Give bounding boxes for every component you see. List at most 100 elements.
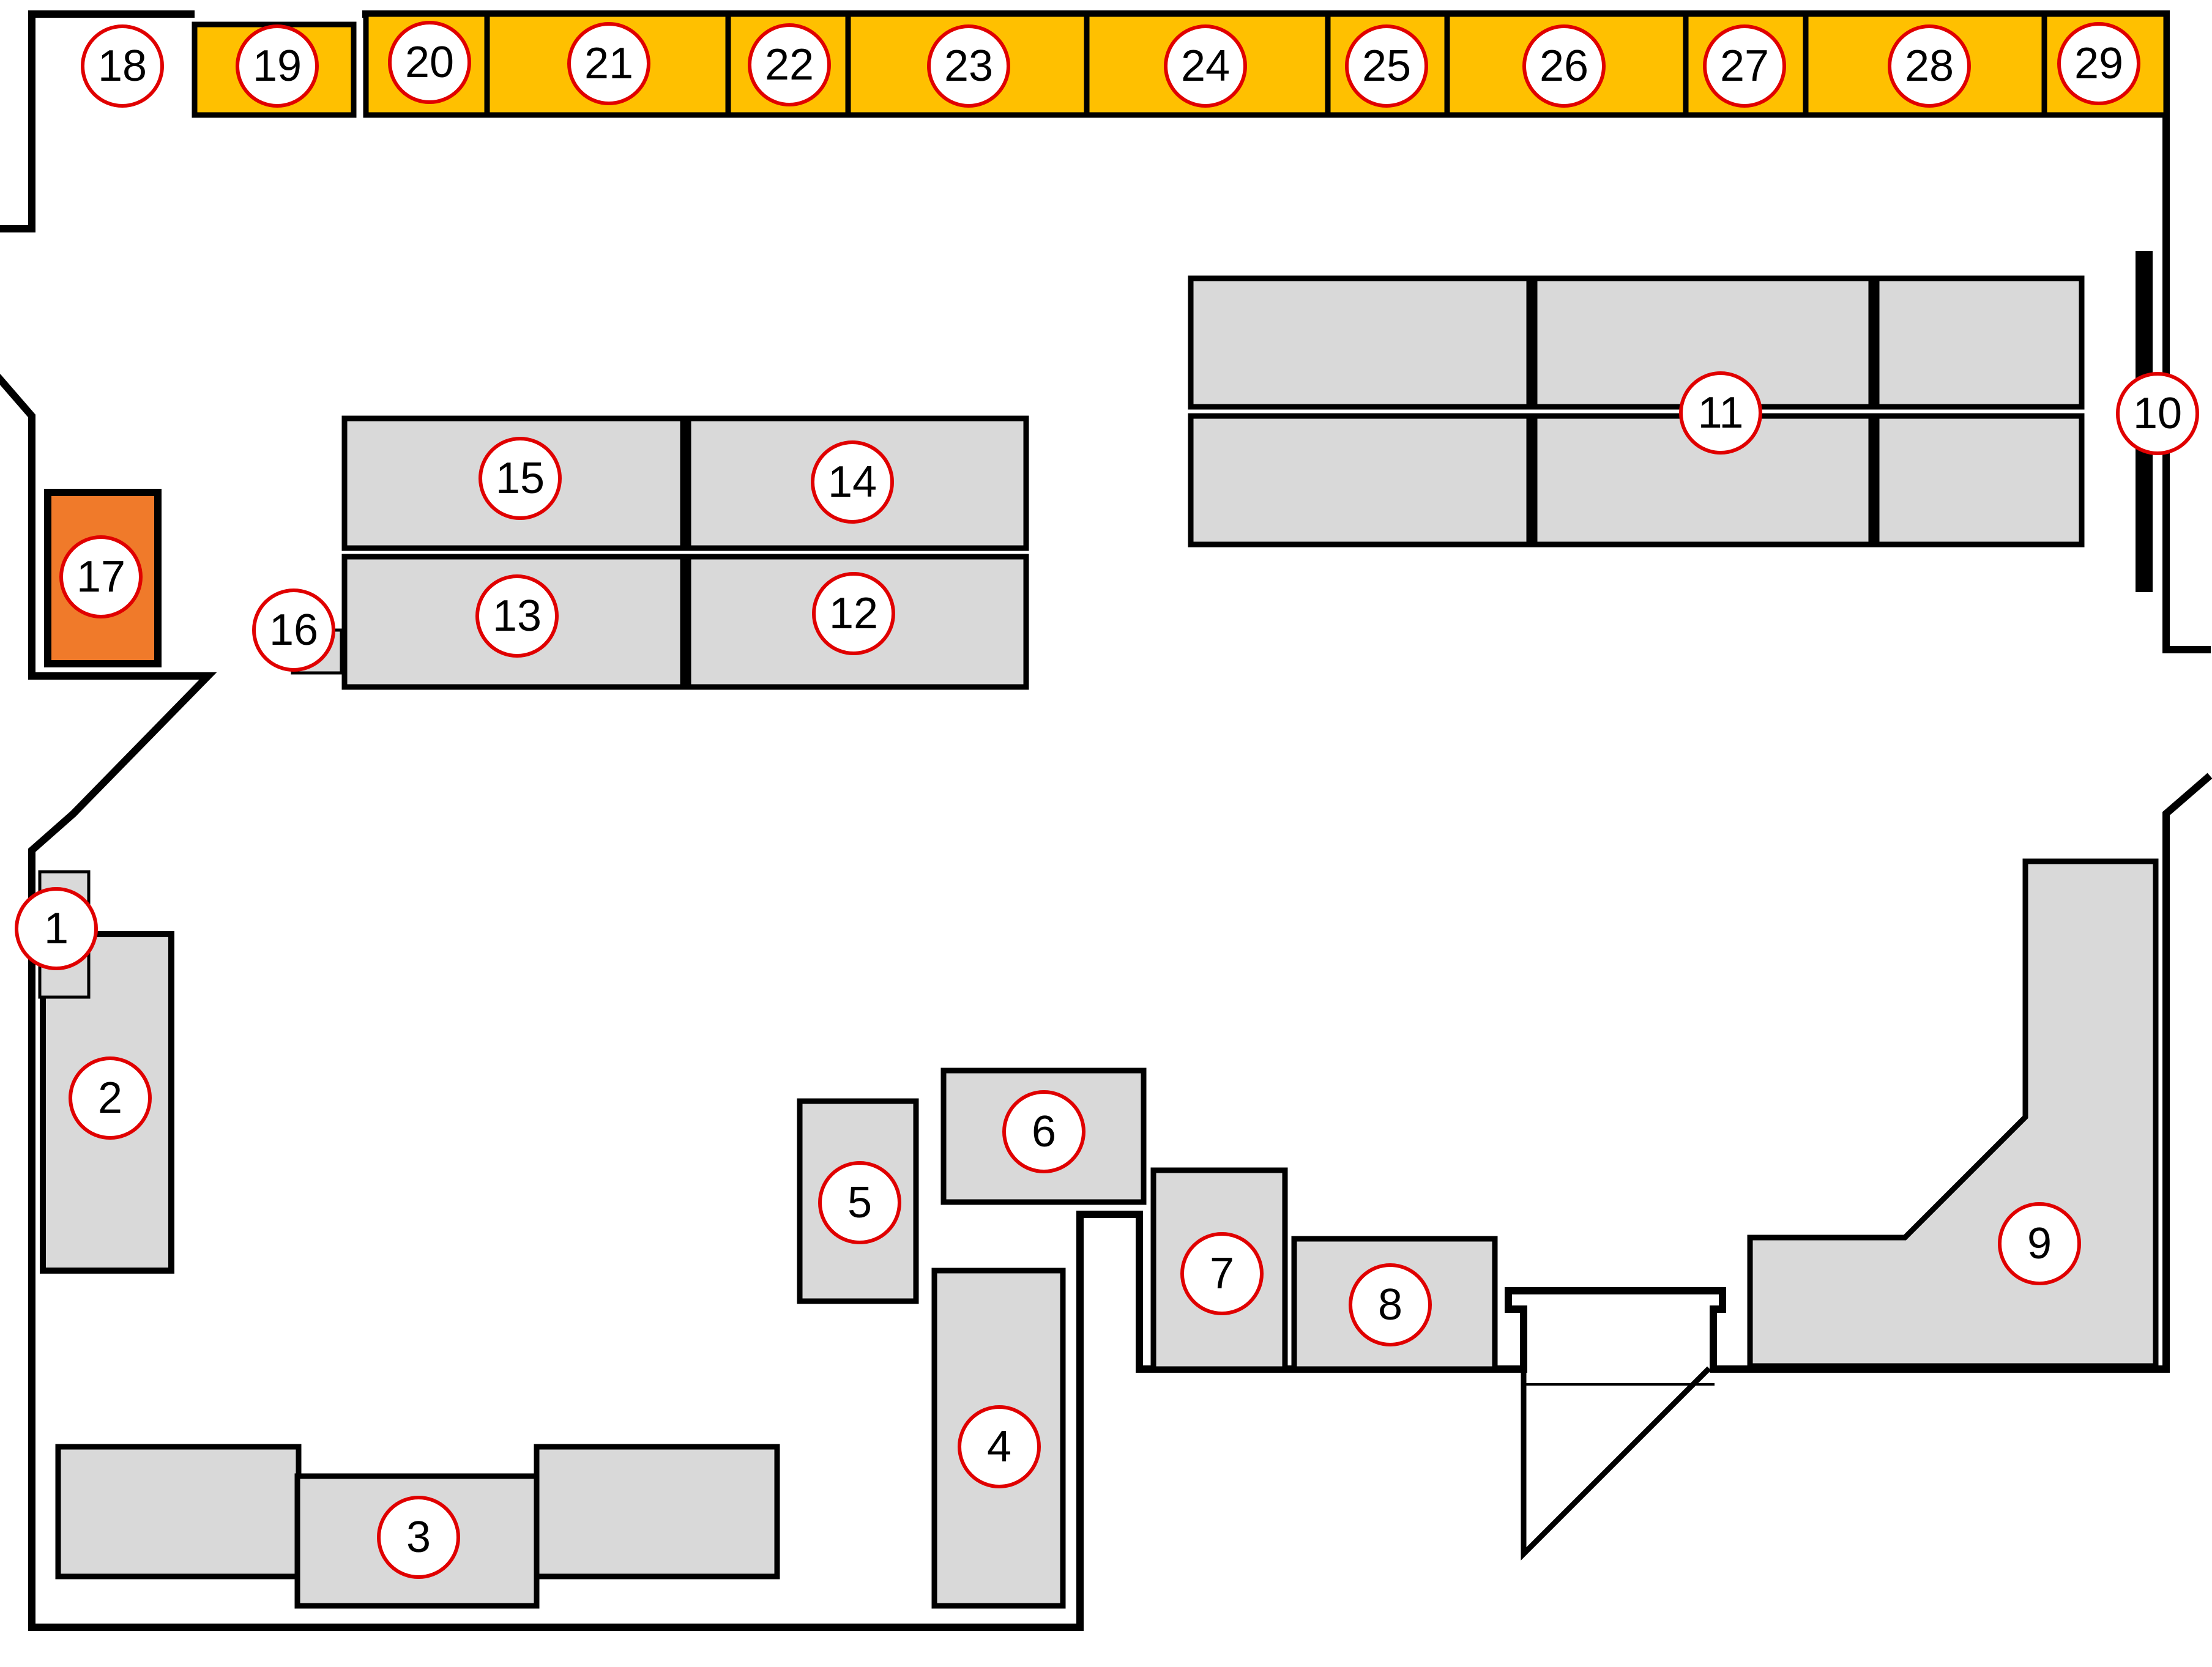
- marker-circle: [1164, 24, 1247, 108]
- marker-label: 25: [1362, 42, 1411, 91]
- marker-label: 10: [2133, 389, 2182, 438]
- shelf-block-11: [1188, 275, 2085, 548]
- marker-5: 5: [818, 1161, 901, 1244]
- marker-18: 18: [81, 24, 164, 108]
- marker-24: 24: [1164, 24, 1247, 108]
- marker-28: 28: [1888, 24, 1971, 108]
- marker-label: 28: [1905, 42, 1954, 91]
- marker-circle: [818, 1161, 901, 1244]
- wall-entrance-left: [0, 374, 1527, 1631]
- marker-circle: [479, 437, 562, 520]
- marker-circle: [1345, 24, 1428, 108]
- marker-circle: [748, 23, 831, 106]
- marker-label: 2: [98, 1074, 122, 1123]
- marker-21: 21: [567, 22, 650, 105]
- marker-label: 27: [1720, 42, 1769, 91]
- marker-circle: [812, 572, 895, 655]
- marker-circle: [1998, 1202, 2081, 1285]
- marker-label: 29: [2074, 39, 2123, 88]
- marker-7: 7: [1180, 1232, 1264, 1315]
- marker-23: 23: [927, 24, 1010, 108]
- marker-label: 21: [584, 39, 633, 88]
- marker-14: 14: [811, 440, 894, 524]
- marker-4: 4: [958, 1405, 1041, 1488]
- marker-circle: [388, 21, 471, 104]
- shelf-11-d: [1188, 413, 1532, 548]
- marker-label: 5: [847, 1178, 872, 1227]
- marker-12: 12: [812, 572, 895, 655]
- marker-circle: [958, 1405, 1041, 1488]
- shelf-11-c: [1874, 275, 2085, 410]
- marker-label: 3: [406, 1513, 431, 1562]
- marker-25: 25: [1345, 24, 1428, 108]
- marker-label: 11: [1698, 388, 1744, 437]
- marker-label: 8: [1378, 1280, 1402, 1329]
- marker-26: 26: [1522, 24, 1606, 108]
- marker-circle: [475, 574, 559, 658]
- shelf-11-a: [1188, 275, 1532, 410]
- wall-right-upper: [2162, 10, 2211, 653]
- marker-label: 4: [987, 1422, 1011, 1471]
- marker-circle: [252, 588, 335, 672]
- marker-circle: [59, 535, 143, 618]
- marker-10: 10: [2116, 372, 2199, 455]
- marker-circle: [1703, 24, 1786, 108]
- marker-27: 27: [1703, 24, 1786, 108]
- marker-1: 1: [15, 887, 98, 970]
- marker-circle: [2057, 22, 2140, 105]
- marker-label: 14: [828, 458, 877, 507]
- marker-circle: [15, 887, 98, 970]
- marker-circle: [811, 440, 894, 524]
- wall-right-lower: [2162, 773, 2212, 1373]
- marker-label: 17: [76, 552, 125, 601]
- marker-17: 17: [59, 535, 143, 618]
- marker-circle: [377, 1496, 460, 1579]
- marker-circle: [81, 24, 164, 108]
- entrance-door: [1521, 1366, 1711, 1561]
- marker-label: 16: [269, 606, 318, 655]
- marker-circle: [927, 24, 1010, 108]
- marker-3: 3: [377, 1496, 460, 1579]
- marker-label: 20: [405, 38, 454, 87]
- marker-label: 22: [765, 40, 814, 89]
- marker-29: 29: [2057, 22, 2140, 105]
- marker-circle: [2116, 372, 2199, 455]
- marker-label: 1: [44, 904, 69, 953]
- marker-2: 2: [69, 1056, 152, 1140]
- marker-label: 6: [1032, 1107, 1056, 1156]
- marker-circle: [1522, 24, 1606, 108]
- counter-9: [1747, 858, 2159, 1369]
- marker-11: 11: [1679, 371, 1762, 455]
- marker-9: 9: [1998, 1202, 2081, 1285]
- marker-label: 19: [253, 42, 302, 91]
- marker-label: 7: [1210, 1249, 1234, 1298]
- marker-circle: [69, 1056, 152, 1140]
- marker-13: 13: [475, 574, 559, 658]
- marker-8: 8: [1349, 1263, 1432, 1346]
- marker-circle: [236, 24, 319, 108]
- walls: [0, 10, 2212, 1631]
- shelf-block-12-15: [291, 415, 1029, 690]
- wall-top-left: [0, 10, 195, 232]
- marker-label: 9: [2027, 1219, 2052, 1268]
- shelf-3-right: [534, 1444, 780, 1580]
- marker-label: 13: [493, 592, 542, 640]
- marker-16: 16: [252, 588, 335, 672]
- marker-label: 26: [1540, 42, 1588, 91]
- marker-label: 12: [829, 589, 878, 638]
- marker-circle: [1888, 24, 1971, 108]
- marker-label: 24: [1181, 42, 1230, 91]
- marker-22: 22: [748, 23, 831, 106]
- shelf-3-left: [55, 1444, 302, 1580]
- marker-circle: [1002, 1090, 1086, 1173]
- marker-6: 6: [1002, 1090, 1086, 1173]
- wall-entrance-right: [1505, 1287, 1726, 1373]
- marker-label: 23: [944, 42, 993, 91]
- marker-circle: [1180, 1232, 1264, 1315]
- marker-label: 18: [98, 42, 147, 91]
- shelf-11-f: [1874, 413, 2085, 548]
- marker-circle: [1679, 371, 1762, 455]
- marker-20: 20: [388, 21, 471, 104]
